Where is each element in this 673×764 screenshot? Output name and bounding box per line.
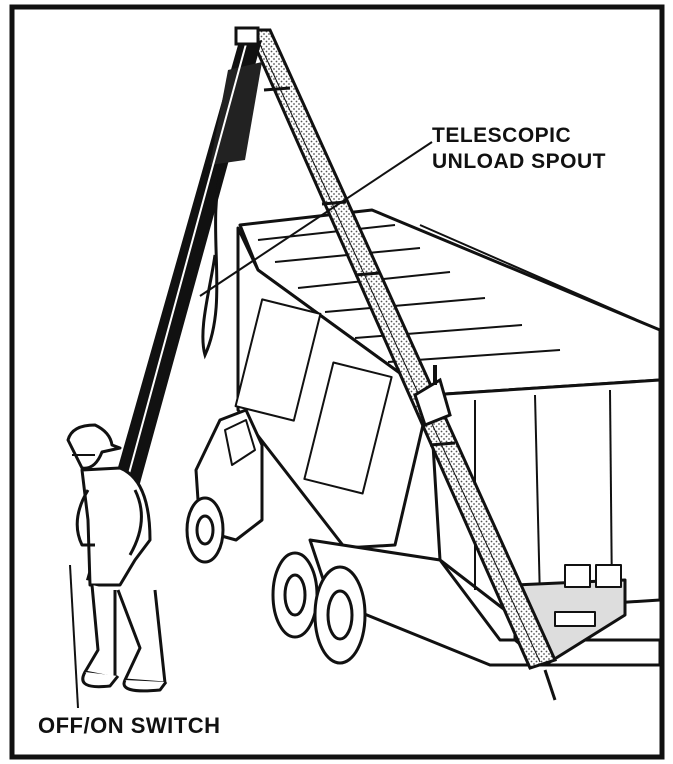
off-on-switch-label: OFF/ON SWITCH: [38, 714, 220, 739]
switch-leader-line: [70, 565, 78, 708]
unload-spout-label: UNLOAD SPOUT: [432, 150, 606, 174]
operator-person: [68, 425, 166, 691]
dump-truck: [187, 210, 660, 665]
telescopic-label: TELESCOPIC: [432, 124, 571, 148]
